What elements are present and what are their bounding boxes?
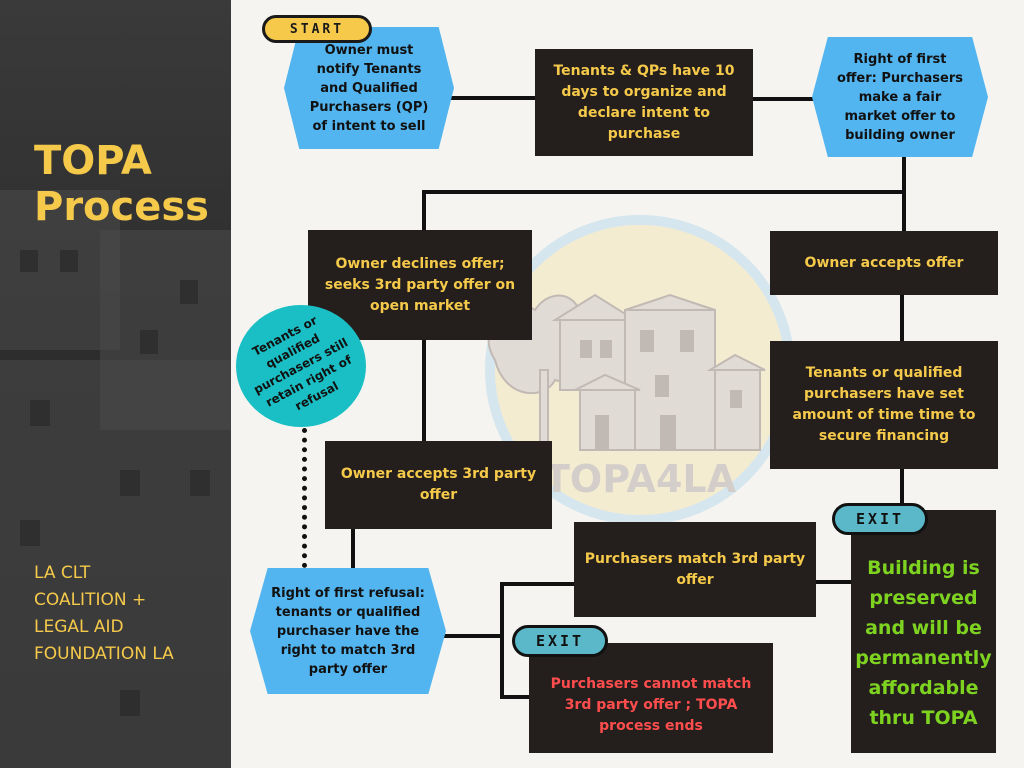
step-owner-accepts: Owner accepts offer bbox=[770, 231, 998, 295]
step-accepts-third-party: Owner accepts 3rd party offer bbox=[325, 441, 552, 529]
connector-line bbox=[752, 97, 832, 101]
dotted-connector bbox=[302, 428, 307, 568]
organization-credit: LA CLT COALITION + LEGAL AID FOUNDATION … bbox=[34, 560, 224, 668]
window-shape bbox=[140, 330, 158, 354]
connector-line bbox=[351, 528, 355, 570]
connector-line bbox=[440, 634, 502, 638]
title-line: Process bbox=[34, 184, 209, 230]
exit-label-preserved: EXIT bbox=[832, 503, 928, 535]
org-line: FOUNDATION LA bbox=[34, 644, 174, 664]
step-first-offer: Right of first offer: Purchasers make a … bbox=[812, 37, 988, 157]
step-notify: Owner must notify Tenants and Qualified … bbox=[284, 27, 454, 149]
connector-line bbox=[900, 295, 904, 342]
connector-line bbox=[500, 582, 504, 697]
page-title: TOPA Process bbox=[34, 138, 209, 230]
note-retain-refusal: Tenants or qualified purchasers still re… bbox=[236, 305, 366, 427]
window-shape bbox=[60, 250, 78, 272]
window-shape bbox=[20, 250, 38, 272]
step-organize: Tenants & QPs have 10 days to organize a… bbox=[535, 49, 753, 156]
window-shape bbox=[20, 520, 40, 546]
topa4la-logo-watermark: TOPA4LA bbox=[485, 215, 795, 525]
sidebar: TOPA Process LA CLT COALITION + LEGAL AI… bbox=[0, 0, 231, 768]
connector-line bbox=[440, 96, 540, 100]
connector-line bbox=[900, 468, 904, 514]
connector-line bbox=[422, 340, 426, 442]
exit-label-process-ends: EXIT bbox=[512, 625, 608, 657]
org-line: LEGAL AID bbox=[34, 617, 124, 637]
org-line: COALITION + bbox=[34, 590, 147, 610]
window-shape bbox=[180, 280, 198, 304]
watermark-text: TOPA4LA bbox=[544, 457, 737, 501]
connector-line bbox=[815, 580, 853, 584]
connector-line bbox=[422, 190, 906, 194]
start-label: START bbox=[262, 15, 372, 43]
outcome-building-preserved: Building is preserved and will be perman… bbox=[851, 510, 996, 753]
connector-line bbox=[422, 190, 426, 230]
window-shape bbox=[120, 470, 140, 496]
building-silhouette bbox=[0, 360, 231, 768]
window-shape bbox=[190, 470, 210, 496]
window-shape bbox=[30, 400, 50, 426]
window-shape bbox=[120, 690, 140, 716]
step-first-refusal: Right of first refusal: tenants or quali… bbox=[250, 568, 446, 694]
step-cannot-match: Purchasers cannot match 3rd party offer … bbox=[529, 643, 773, 753]
connector-line bbox=[500, 582, 575, 586]
step-purchasers-match: Purchasers match 3rd party offer bbox=[574, 522, 816, 617]
connector-line bbox=[500, 695, 530, 699]
step-financing: Tenants or qualified purchasers have set… bbox=[770, 341, 998, 469]
title-line: TOPA bbox=[34, 138, 152, 184]
org-line: LA CLT bbox=[34, 563, 91, 583]
